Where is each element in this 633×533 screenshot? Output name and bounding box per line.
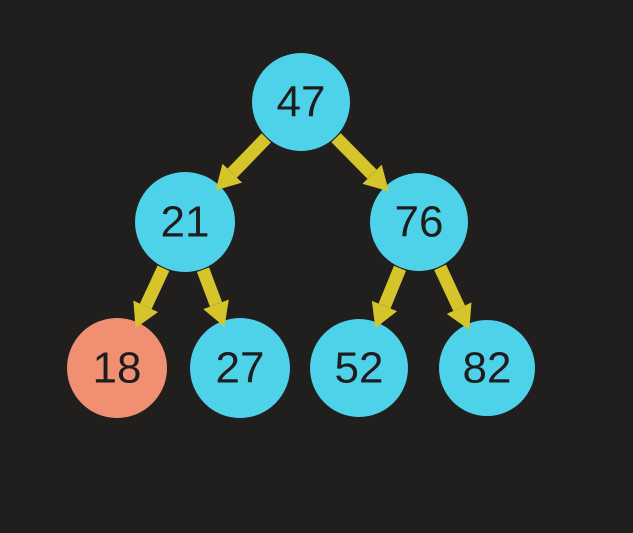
tree-node-value: 52 [335,344,384,393]
tree-node-value: 47 [277,78,326,127]
tree-edge-47-76 [331,133,389,192]
tree-node-82: 82 [439,320,535,416]
tree-edges-layer [133,133,472,330]
tree-node-18: 18 [67,318,167,418]
tree-node-circle [190,318,290,418]
tree-node-circle [252,53,350,151]
tree-node-circle-highlighted [67,318,167,418]
tree-node-circle [310,319,408,417]
tree-node-value: 27 [216,344,265,393]
tree-edge-76-82 [434,264,472,330]
tree-nodes-layer: 47 21 76 18 27 52 82 [67,53,535,418]
tree-edge-21-27 [196,267,229,327]
tree-node-21: 21 [135,172,235,272]
tree-node-circle [370,173,468,271]
tree-node-52: 52 [310,319,408,417]
tree-node-value: 18 [93,344,142,393]
tree-node-value: 76 [395,198,444,247]
tree-node-circle [439,320,535,416]
tree-node-47: 47 [252,53,350,151]
tree-node-circle [135,172,235,272]
tree-node-76: 76 [370,173,468,271]
tree-edge-76-52 [371,265,407,329]
tree-node-value: 21 [161,198,210,247]
tree-edge-21-18 [133,265,170,329]
tree-node-27: 27 [190,318,290,418]
tree-node-value: 82 [463,344,512,393]
tree-edge-47-21 [215,133,271,191]
